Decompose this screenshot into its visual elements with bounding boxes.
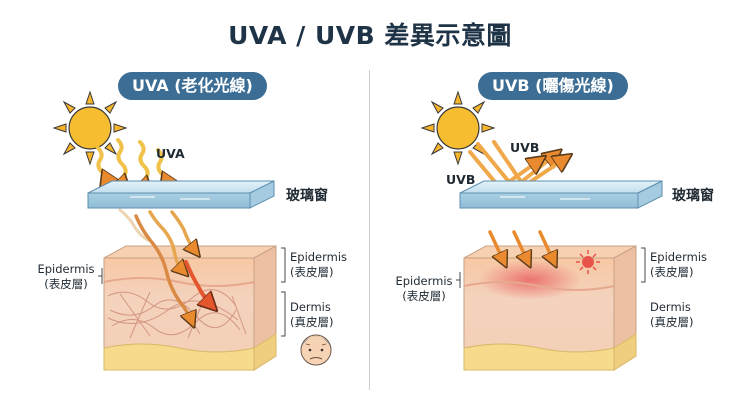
aged-face-icon <box>300 334 332 366</box>
uva-epidermis-left-zh-label: (表皮層) <box>44 277 88 291</box>
uva-glass-label: 玻璃窗 <box>286 188 328 204</box>
uvb-epidermis-left-zh-label: (表皮層) <box>402 289 446 303</box>
uvb-ray-label-left: UVB <box>446 172 476 187</box>
burn-spot-icon <box>576 250 600 274</box>
uva-epidermis-left-label: Epidermis <box>37 262 95 276</box>
uvb-sun-icon <box>420 90 496 166</box>
uva-ray-label: UVA <box>156 146 185 161</box>
uvb-glass-window <box>459 180 663 209</box>
uvb-epidermis-left-label: Epidermis <box>395 274 453 288</box>
uvb-epidermis-right-zh-label: (表皮層) <box>650 265 694 279</box>
uva-heading-badge: UVA (老化光線) <box>118 72 267 100</box>
uvb-skin-block <box>463 245 637 371</box>
uvb-glass-label: 玻璃窗 <box>672 188 714 204</box>
uvb-ray-label-top: UVB <box>510 140 540 155</box>
uvb-dermis-label: Dermis <box>650 300 691 314</box>
uva-sun-icon <box>52 90 128 166</box>
uvb-dermis-zh-label: (真皮層) <box>650 315 694 329</box>
uvb-surface-arrows <box>488 230 554 262</box>
uvb-layer-brackets <box>456 247 646 288</box>
uvb-heading-badge: UVB (曬傷光線) <box>478 72 628 100</box>
uva-epidermis-right-zh-label: (表皮層) <box>290 265 334 279</box>
uva-dermis-zh-label: (真皮層) <box>290 315 334 329</box>
uva-skin-block <box>103 245 277 371</box>
uva-penetration-arrows <box>118 208 212 322</box>
uva-epidermis-right-label: Epidermis <box>290 250 348 264</box>
uvb-epidermis-right-label: Epidermis <box>650 250 708 264</box>
uva-glass-window <box>87 180 275 209</box>
panel-divider <box>369 70 370 390</box>
uva-layer-brackets <box>98 247 286 337</box>
uva-dermis-label: Dermis <box>290 300 331 314</box>
page-title: UVA / UVB 差異示意圖 <box>228 21 512 50</box>
